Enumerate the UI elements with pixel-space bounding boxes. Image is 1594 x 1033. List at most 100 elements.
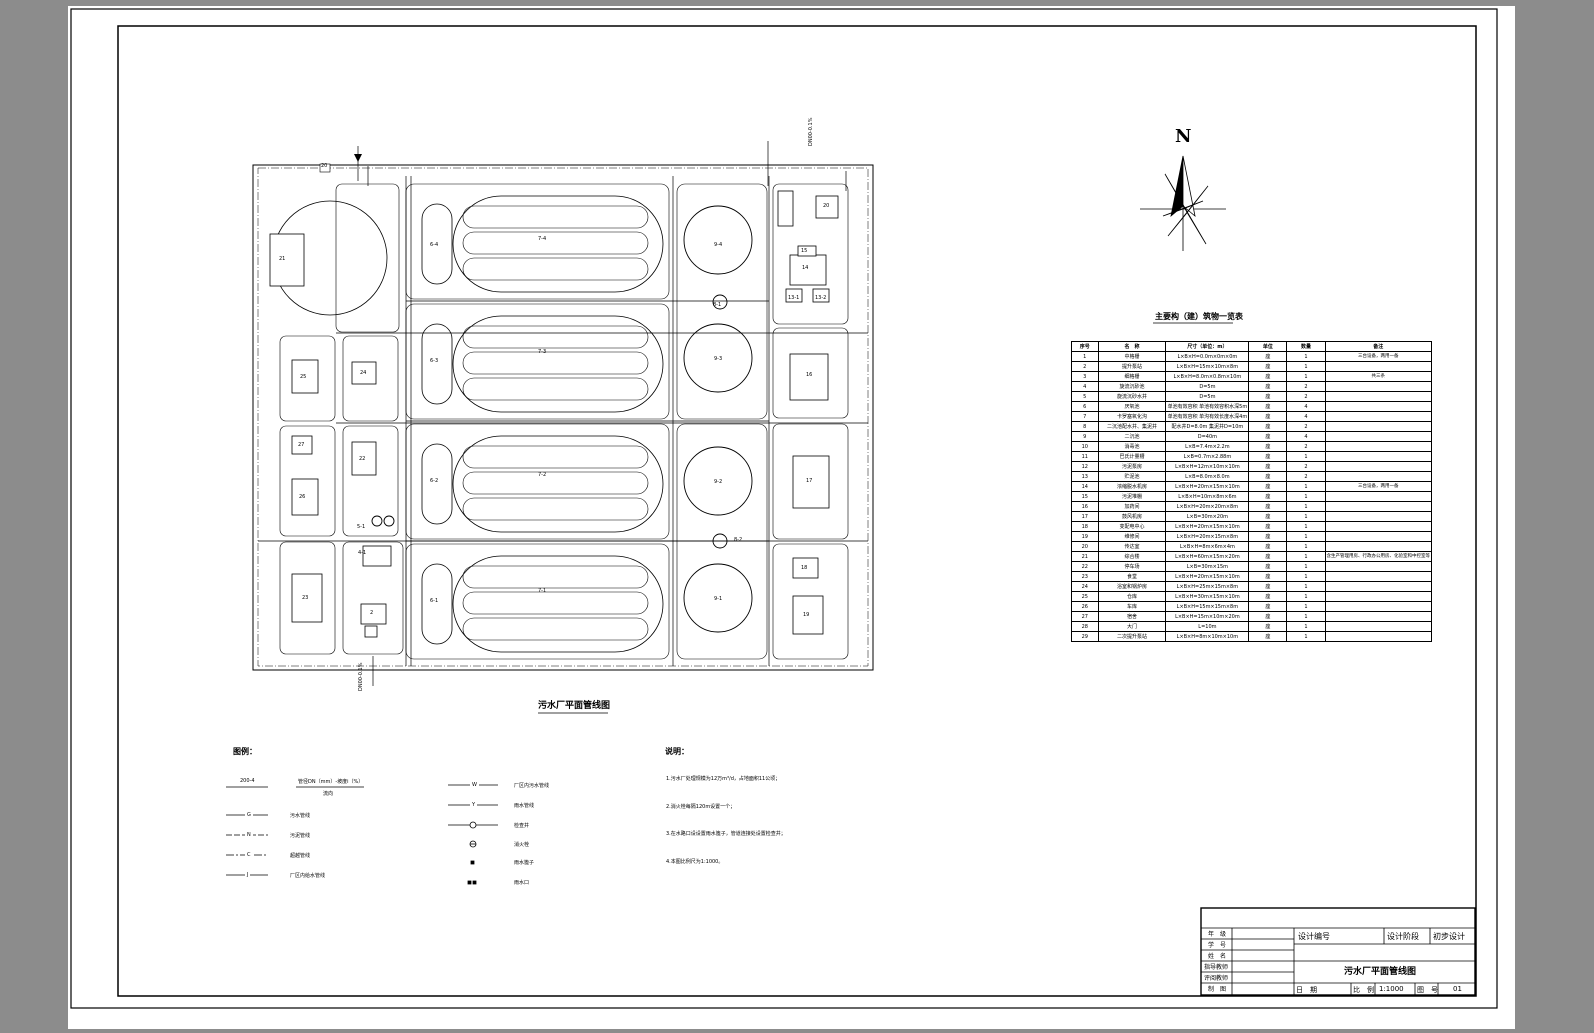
table-cell <box>1324 581 1432 592</box>
table-cell: 23 <box>1071 571 1099 582</box>
table-cell: 6 <box>1071 401 1099 412</box>
table-cell <box>1324 461 1432 472</box>
table-cell: 座 <box>1248 561 1288 572</box>
legend-pipe-symbol: 200-4 <box>240 778 255 784</box>
unit-label-u26: 26 <box>299 494 306 500</box>
table-cell: L×B×H=0.0m×0m×0m <box>1165 351 1250 362</box>
table-cell: 座 <box>1248 481 1288 492</box>
table-cell <box>1324 391 1432 402</box>
tb-drawing-no-label: 图 号 <box>1417 986 1438 994</box>
table-cell: L×B=7.4m×2.2m <box>1165 441 1250 452</box>
ditch-lane <box>462 351 649 375</box>
table-cell: 2 <box>1286 381 1326 392</box>
table-cell: 座 <box>1248 531 1288 542</box>
legend-pipe-sub: 流向 <box>323 791 334 797</box>
bottom-pipe-label: DN00-0.1% <box>358 662 364 691</box>
header-cell: 名 称 <box>1097 341 1167 352</box>
table-cell: 提升泵站 <box>1097 361 1167 372</box>
table-cell: L×B×H=60m×15m×20m <box>1165 551 1250 562</box>
notes-title: 说明： <box>665 747 689 756</box>
tb-drawing-no-value: 01 <box>1453 985 1462 993</box>
table-cell: 1 <box>1286 521 1326 532</box>
table-cell: 1 <box>1286 351 1326 362</box>
oxidation-ditches <box>452 195 664 653</box>
table-cell: 1 <box>1286 541 1326 552</box>
table-cell: 8 <box>1071 421 1099 432</box>
unit-label-u18: 18 <box>801 565 808 571</box>
pipe-lines <box>258 141 868 686</box>
table-cell: 1 <box>1286 601 1326 612</box>
table-cell: 座 <box>1248 571 1288 582</box>
table-cell: 7 <box>1071 411 1099 422</box>
unit-label-u23: 23 <box>302 595 309 601</box>
table-cell: 细格栅 <box>1097 371 1167 382</box>
ditch-lane <box>462 377 649 401</box>
table-cell: L×B×H=20m×20m×8m <box>1165 501 1250 512</box>
table-cell: 座 <box>1248 441 1288 452</box>
unit-label-u92: 9-2 <box>714 479 723 485</box>
legend-w-symbol: W <box>470 782 479 788</box>
table-cell: 21 <box>1071 551 1099 562</box>
unit-label-u73: 7-3 <box>538 349 547 355</box>
table-cell: 巴氏计量槽 <box>1097 451 1167 462</box>
table-cell: L×B×H=8m×10m×10m <box>1165 631 1250 642</box>
table-cell: 9 <box>1071 431 1099 442</box>
table-cell <box>1324 501 1432 512</box>
table-cell <box>1324 601 1432 612</box>
legend-inlet-text: 雨水口 <box>514 880 530 886</box>
table-cell: 24 <box>1071 581 1099 592</box>
tb-label-drawer: 制 图 <box>1208 986 1227 993</box>
site-plan-drawing <box>70 8 1498 1009</box>
table-cell: 28 <box>1071 621 1099 632</box>
table-cell: 座 <box>1248 621 1288 632</box>
site-boundary <box>252 164 874 671</box>
unit-label-u91: 9-1 <box>714 596 723 602</box>
legend-y-text: 雨水管线 <box>514 803 535 809</box>
unit-label-u132: 13-2 <box>815 295 827 301</box>
table-cell: 20 <box>1071 541 1099 552</box>
table-cell: 16 <box>1071 501 1099 512</box>
unit-label-u27: 27 <box>298 442 305 448</box>
table-cell: L×B=30m×20m <box>1165 511 1250 522</box>
table-cell: L×B=8.0m×8.0m <box>1165 471 1250 482</box>
legend-w-text: 厂区内污水管线 <box>514 783 550 789</box>
table-cell: L×B×H=15m×10m×8m <box>1165 361 1250 372</box>
table-cell: 大门 <box>1097 621 1167 632</box>
table-cell: 座 <box>1248 471 1288 482</box>
tb-stage-value: 初步设计 <box>1433 932 1465 941</box>
table-cell: 座 <box>1248 351 1288 362</box>
table-cell: 中格栅 <box>1097 351 1167 362</box>
table-cell: L×B×H=25m×15m×8m <box>1165 581 1250 592</box>
legend-j-symbol: J <box>245 872 251 878</box>
tb-label-grade: 年 级 <box>1208 931 1227 938</box>
table-cell: 单池有效容积 单池有效容积水深5m <box>1165 401 1250 412</box>
table-cell <box>1324 471 1432 482</box>
table-cell: 座 <box>1248 591 1288 602</box>
unit-label-u22: 22 <box>359 456 366 462</box>
tb-label-id: 学 号 <box>1208 942 1227 949</box>
ditch-lane <box>462 325 649 349</box>
ditch-lane <box>462 231 649 255</box>
table-cell: 4 <box>1286 401 1326 412</box>
table-cell: L×B×H=20m×15m×10m <box>1165 481 1250 492</box>
table-cell: 22 <box>1071 561 1099 572</box>
title-block-frame <box>1200 907 1476 996</box>
unit-label-u82: 8-2 <box>734 537 743 543</box>
table-cell: L×B×H=8m×6m×4m <box>1165 541 1250 552</box>
table-cell: 宿舍 <box>1097 611 1167 622</box>
table-cell: 1 <box>1286 531 1326 542</box>
table-cell: 座 <box>1248 421 1288 432</box>
table-cell: 座 <box>1248 411 1288 422</box>
table-cell: 25 <box>1071 591 1099 602</box>
unit-label-u94: 9-4 <box>714 242 723 248</box>
table-cell: 座 <box>1248 491 1288 502</box>
